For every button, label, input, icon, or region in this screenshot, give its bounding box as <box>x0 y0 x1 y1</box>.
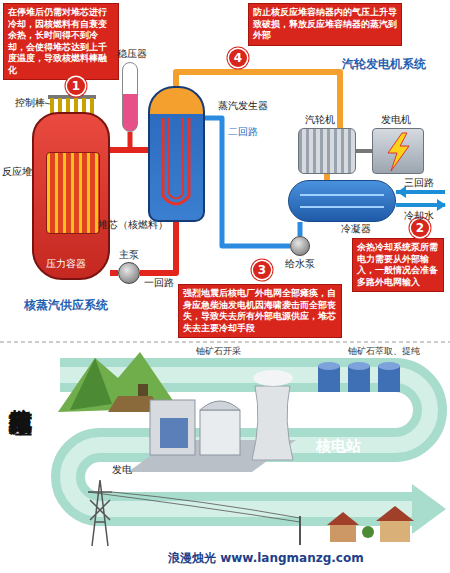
callout-number: 4 <box>229 49 247 67</box>
callout-number: 1 <box>67 77 85 95</box>
callout-box: 防止核反应堆容纳器内的气压上升导致破损，释放反应堆容纳器的蒸汽到外部 <box>248 3 402 46</box>
component-label: 给水泵 <box>285 258 315 270</box>
mine-building <box>138 384 148 396</box>
leader-line <box>45 103 50 104</box>
reactor-building <box>200 410 240 455</box>
part-label: 冷却水 <box>404 210 434 222</box>
component-label: 蒸汽发生器 <box>218 100 268 112</box>
pressurizer: 稳压器 <box>122 62 138 132</box>
component-label: 稳压器 <box>117 48 147 60</box>
power-pole <box>299 516 301 545</box>
pipe-connector <box>205 118 290 246</box>
section-divider <box>0 342 450 343</box>
band-arrowhead <box>412 484 446 534</box>
pipe-connector <box>110 270 118 276</box>
component-label: 冷凝器 <box>341 223 371 235</box>
rod-drive-bar <box>48 95 96 99</box>
diagram-title: 核电站工作原理 <box>6 390 36 397</box>
edge-label: 二回路 <box>228 126 258 138</box>
tank-top <box>348 362 370 370</box>
section-title: 汽轮发电机系统 <box>342 57 426 71</box>
callout-text: 在停堆后仍需对堆芯进行冷却，因核燃料有自衰变余热，长时间得不到冷却，会使得堆芯达… <box>8 7 114 76</box>
watermark: 浪漫烛光 www.langmanzg.com <box>168 551 364 565</box>
flow-arrow <box>437 199 446 211</box>
steam-generator: 蒸汽发生器 <box>148 86 205 222</box>
u-tube <box>163 118 189 204</box>
house-roof <box>327 512 359 525</box>
house <box>380 520 410 542</box>
part-label: 控制棒 <box>15 97 45 109</box>
tree <box>362 526 374 538</box>
component-label: 汽轮机 <box>305 114 335 126</box>
cooling-tower <box>252 386 293 460</box>
stage-label: 核电站 <box>316 437 361 455</box>
component-label: 发电机 <box>381 114 411 126</box>
component-label: 主泵 <box>119 249 139 261</box>
pipe-connector <box>298 222 303 236</box>
callout-number: 3 <box>253 261 271 279</box>
tank-top <box>378 362 400 370</box>
callout-box: 强烈地震后核电厂外电网全部瘫痪，自身应急柴油发电机因海啸袭击而全部丧失，导致失去… <box>178 284 342 338</box>
component-label: 压力容器 <box>46 258 86 270</box>
turbine: 汽轮机 <box>298 128 356 174</box>
plant-building <box>150 400 195 455</box>
u-tube <box>169 118 183 199</box>
reactor-dome <box>200 401 240 410</box>
feed-pump: 给水泵 <box>290 236 310 256</box>
edge-label: 一回路 <box>144 277 174 289</box>
pipe-connector <box>356 149 372 153</box>
mountain-shade <box>70 358 112 410</box>
pipe-connector <box>130 132 148 150</box>
house-roof <box>376 506 414 521</box>
reactor-core: 堆芯（核燃料） <box>46 152 100 234</box>
condenser-tube <box>300 195 384 207</box>
power-line <box>88 492 300 522</box>
plant-building <box>160 418 188 448</box>
stage-label: 铀矿石萃取、提纯 <box>348 346 420 357</box>
callout-number: 2 <box>411 219 429 237</box>
tank-top <box>318 362 340 370</box>
stage-label: 铀矿石开采 <box>196 346 241 357</box>
section-title: 核蒸汽供应系统 <box>24 298 108 312</box>
house <box>330 524 356 542</box>
reactor-vessel: 反应堆压力容器堆芯（核燃料） <box>32 112 110 280</box>
component-label: 反应堆 <box>2 166 32 178</box>
condenser: 冷凝器 <box>288 180 396 222</box>
steam-plume <box>253 370 293 386</box>
callout-box: 余热冷却系统泵所需电力需要从外部输入，一般情况会准备多路外电网输入 <box>352 238 444 292</box>
stage-label: 发电 <box>112 464 132 476</box>
transmission-tower <box>88 480 112 546</box>
callout-text: 强烈地震后核电厂外电网全部瘫痪，自身应急柴油发电机因海啸袭击而全部丧失，导致失去… <box>183 288 337 334</box>
generator: 发电机 <box>372 128 424 174</box>
callout-box: 在停堆后仍需对堆芯进行冷却，因核燃料有自衰变余热，长时间得不到冷却，会使得堆芯达… <box>3 3 119 80</box>
callout-text: 余热冷却系统泵所需电力需要从外部输入，一般情况会准备多路外电网输入 <box>357 242 439 288</box>
callout-text: 防止核反应堆容纳器内的气压上升导致破损，释放反应堆容纳器的蒸汽到外部 <box>253 7 397 42</box>
main-pump: 主泵 <box>118 262 140 284</box>
lightning-symbol <box>388 133 409 171</box>
part-label: 三回路 <box>404 177 434 189</box>
